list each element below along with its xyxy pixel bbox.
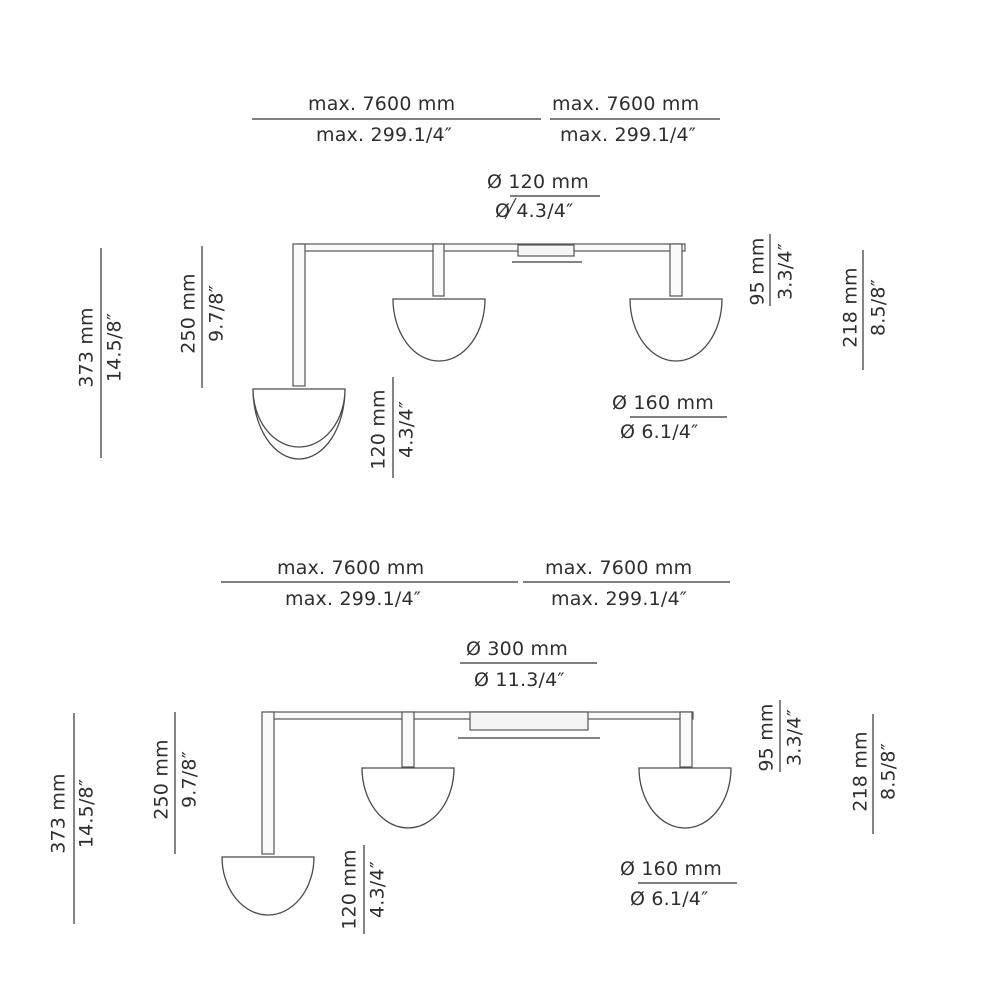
bottom-shade-height-mm: 120 mm [338, 849, 361, 930]
bottom-shade-mid [361, 767, 455, 829]
top-shade-right [629, 298, 723, 362]
top-side-stem-inch: 3.3/4″ [774, 243, 797, 301]
bottom-stem-height-mm: 250 mm [150, 739, 173, 820]
bottom-side-stem-inch: 3.3/4″ [783, 709, 806, 767]
bottom-total-height-mm: 373 mm [47, 773, 70, 854]
bottom-span-right-inch: max. 299.1/4″ [551, 588, 688, 610]
bottom-shade-diameter-inch: Ø 6.1/4″ [630, 888, 709, 910]
top-total-height-mm: 373 mm [75, 307, 98, 388]
bottom-stem-left [261, 711, 275, 855]
bottom-shade-height-inch: 4.3/4″ [366, 861, 389, 919]
top-side-height-inch: 8.5/8″ [867, 279, 890, 337]
bottom-span-right-mm: max. 7600 mm [545, 557, 693, 579]
bottom-stem-right [679, 711, 693, 768]
top-side-height-mm: 218 mm [839, 267, 862, 348]
bottom-lamp-drawing [73, 581, 874, 934]
top-shade-mid [392, 298, 486, 362]
top-canopy-slash [504, 197, 517, 220]
bottom-canopy [469, 711, 589, 731]
top-shade-left [252, 388, 346, 460]
top-span-left-inch: max. 299.1/4″ [316, 124, 453, 146]
top-rail [297, 243, 686, 252]
top-span-right-mm: max. 7600 mm [552, 93, 700, 115]
bottom-side-height-mm: 218 mm [849, 731, 872, 812]
bottom-span-left-mm: max. 7600 mm [277, 557, 425, 579]
bottom-shade-right [638, 767, 732, 829]
top-canopy-inch: Ø 4.3/4″ [495, 200, 574, 222]
bottom-shade-diameter-mm: Ø 160 mm [620, 858, 722, 880]
top-shade-diameter-inch: Ø 6.1/4″ [620, 421, 699, 443]
bottom-canopy-inch: Ø 11.3/4″ [474, 669, 565, 691]
top-span-right-inch: max. 299.1/4″ [560, 124, 697, 146]
bottom-side-height-inch: 8.5/8″ [877, 743, 900, 801]
top-canopy [517, 244, 575, 257]
top-span-left-mm: max. 7600 mm [308, 93, 456, 115]
bottom-shade-left [221, 856, 315, 916]
top-shade-height-mm: 120 mm [367, 389, 390, 470]
top-shade-diameter-mm: Ø 160 mm [612, 392, 714, 414]
top-stem-mid [432, 243, 445, 297]
bottom-total-height-inch: 14.5/8″ [75, 778, 98, 849]
bottom-stem-height-inch: 9.7/8″ [178, 751, 201, 809]
top-stem-height-inch: 9.7/8″ [205, 285, 228, 343]
bottom-canopy-mm: Ø 300 mm [466, 638, 568, 660]
top-stem-right [669, 243, 683, 297]
top-stem-left [292, 243, 306, 387]
bottom-span-left-inch: max. 299.1/4″ [285, 588, 422, 610]
top-total-height-inch: 14.5/8″ [103, 312, 126, 383]
top-side-stem-mm: 95 mm [746, 237, 769, 306]
bottom-stem-mid [401, 711, 415, 768]
bottom-side-stem-mm: 95 mm [755, 703, 778, 772]
top-shade-height-inch: 4.3/4″ [395, 401, 418, 459]
top-stem-height-mm: 250 mm [177, 273, 200, 354]
top-canopy-mm: Ø 120 mm [487, 171, 589, 193]
top-lamp-drawing [100, 118, 864, 478]
